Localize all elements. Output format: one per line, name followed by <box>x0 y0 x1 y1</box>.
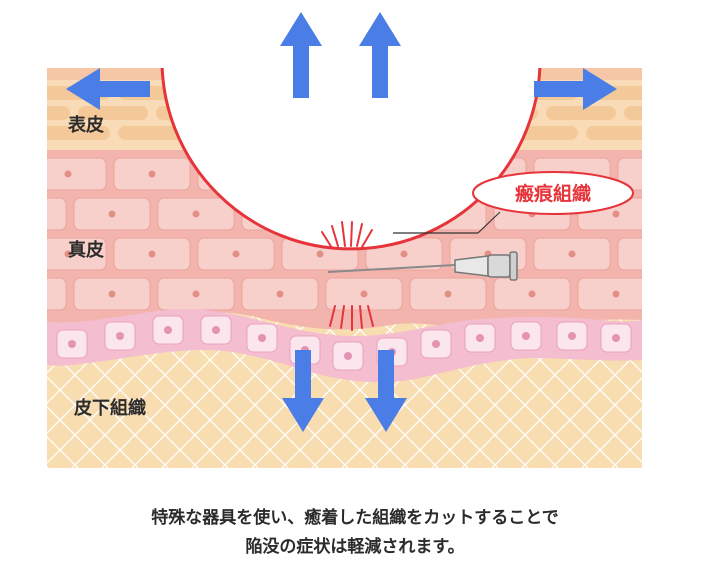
scar-lines-upper <box>321 221 373 249</box>
cell-nucleus <box>108 210 116 218</box>
dermis-cell <box>47 197 67 231</box>
cell-nucleus <box>653 171 660 178</box>
scar-callout-line-diagonal <box>477 211 501 234</box>
cell-nucleus <box>316 250 324 258</box>
dermis-cell <box>577 277 642 311</box>
cell-nucleus <box>444 290 452 298</box>
cell-nucleus <box>653 251 660 258</box>
arrow-up-right-icon <box>359 12 401 98</box>
cell-nucleus <box>25 291 32 298</box>
arrow-down-right-icon <box>365 350 407 432</box>
scar-label-bubble <box>472 171 634 215</box>
cell-nucleus <box>148 250 156 258</box>
epidermis-cell <box>586 126 642 140</box>
dermis-cell <box>617 157 642 191</box>
arrow-right-icon <box>534 68 617 110</box>
cell-nucleus <box>522 332 530 340</box>
cell-nucleus <box>476 334 484 342</box>
subcutaneous-label: 皮下組織 <box>74 397 146 419</box>
dermis-cell <box>47 157 107 191</box>
epidermis-cell <box>118 126 188 140</box>
basal-cells <box>56 315 632 371</box>
depression-cavity <box>160 68 542 251</box>
dermis-cell <box>47 237 107 271</box>
cell-nucleus <box>612 210 620 218</box>
cell-nucleus <box>276 290 284 298</box>
scar-label: 瘢痕組織 <box>515 182 591 205</box>
dermis-cell <box>47 277 67 311</box>
dermis-cell <box>617 237 642 271</box>
epidermis-label: 表皮 <box>68 114 104 136</box>
cell-nucleus <box>192 290 200 298</box>
cell-nucleus <box>148 170 156 178</box>
caption-line-2: 陥没の症状は軽減されます。 <box>245 537 465 557</box>
cell-nucleus <box>212 326 220 334</box>
cell-nucleus <box>568 332 576 340</box>
cell-nucleus <box>568 250 576 258</box>
cell-nucleus <box>64 170 72 178</box>
cell-nucleus <box>258 334 266 342</box>
caption-line-1: 特殊な器具を使い、癒着した組織をカットすることで <box>151 508 559 528</box>
epidermis-cell <box>47 126 110 140</box>
epidermis-cell <box>78 106 148 120</box>
cell-nucleus <box>400 250 408 258</box>
cell-nucleus <box>164 326 172 334</box>
arrow-left-icon <box>66 68 150 110</box>
scar-lines-lower <box>329 305 374 331</box>
cell-nucleus <box>432 340 440 348</box>
cell-nucleus <box>192 210 200 218</box>
cell-nucleus <box>108 290 116 298</box>
cell-nucleus <box>344 352 352 360</box>
arrow-up-left-icon <box>280 12 322 98</box>
top-whitespace <box>150 0 550 66</box>
epidermis-cell <box>624 106 642 120</box>
cell-nucleus <box>116 332 124 340</box>
epidermis-cell <box>546 106 616 120</box>
cell-nucleus <box>232 250 240 258</box>
epidermis-cell <box>47 106 70 120</box>
cell-nucleus <box>528 290 536 298</box>
dermis-label: 真皮 <box>68 239 104 261</box>
cell-nucleus <box>612 334 620 342</box>
cell-nucleus <box>68 340 76 348</box>
cell-nucleus <box>360 290 368 298</box>
cell-nucleus <box>25 211 32 218</box>
cell-nucleus <box>612 290 620 298</box>
cell-nucleus <box>64 250 72 258</box>
needle-icon <box>327 251 518 281</box>
arrow-down-left-icon <box>282 350 324 432</box>
